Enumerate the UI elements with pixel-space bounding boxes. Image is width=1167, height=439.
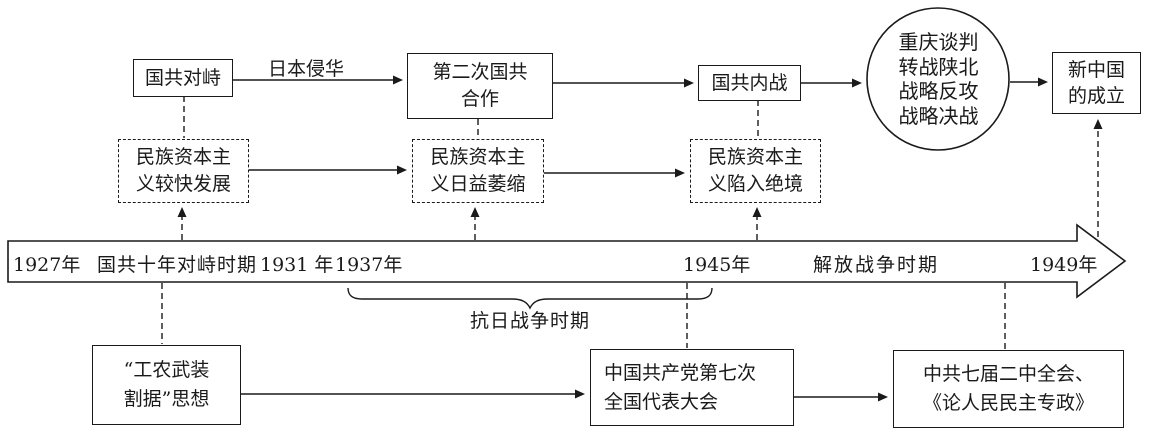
timeline-label-1949: 1949年	[1030, 254, 1098, 276]
node-minzi-xianru-juejing: 民族资本主 义陷入绝境	[690, 139, 821, 203]
timeline-label-1945: 1945年	[683, 254, 751, 276]
node-war-phases-circle: 重庆谈判 转战陕北 战略反攻 战略决战	[898, 30, 979, 128]
timeline-label-1937: 1937年	[335, 254, 403, 276]
brace-label-anti-japanese-war: 抗日战争时期	[469, 310, 590, 332]
war-phases-circle-shape	[866, 7, 1010, 151]
arrow-label-riben-qinhua: 日本侵华	[268, 58, 345, 80]
node-minzi-jiaokuai-fazhan: 民族资本主 义较快发展	[118, 139, 249, 203]
node-dierci-guogong-hezuo: 第二次国共 合作	[407, 53, 553, 119]
node-guogong-duizhi-label: 国共对峙	[144, 66, 221, 89]
node-guogong-neizhan: 国共内战	[698, 65, 801, 101]
node-gongnong-wuzhuang: “工农武装 割据”思想	[92, 345, 241, 425]
node-qijie-erzhong-quanhui: 中共七届二中全会、 《论人民民主专政》	[893, 350, 1124, 428]
node-zhonggong-qida: 中国共产党第七次 全国代表大会	[590, 349, 794, 426]
node-guogong-duizhi: 国共对峙	[133, 59, 233, 97]
node-guogong-neizhan-label: 国共内战	[711, 71, 788, 94]
timeline-arrow-shape	[7, 223, 1127, 299]
timeline-label-1931: 1931 年	[260, 254, 334, 276]
timeline-label-jiefang-period: 解放战争时期	[813, 254, 940, 276]
timeline-label-duizhi-period: 国共十年对峙时期	[97, 254, 258, 276]
anti-japanese-war-brace	[347, 287, 713, 310]
node-minzi-riyi-weisuo: 民族资本主 义日益萎缩	[412, 139, 544, 203]
node-xin-zhongguo-chengli: 新中国 的成立	[1052, 52, 1141, 114]
timeline-label-1927: 1927年	[13, 254, 81, 276]
